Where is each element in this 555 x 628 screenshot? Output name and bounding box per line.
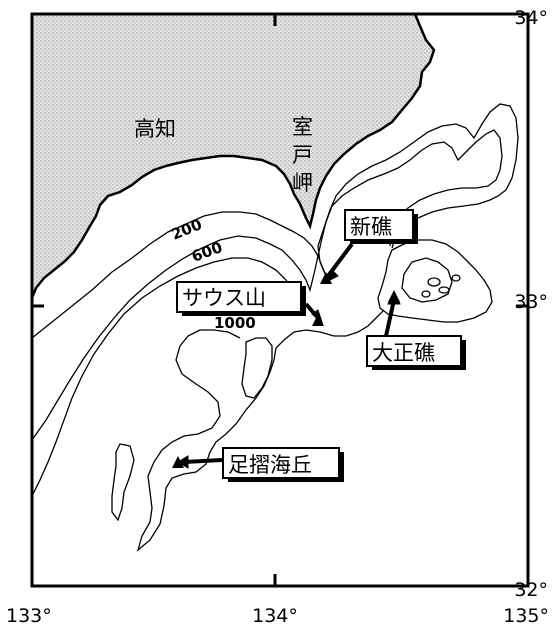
callout-sausu xyxy=(176,281,302,313)
lat-label-34: 34° xyxy=(514,7,548,29)
callout-arrows xyxy=(177,242,401,469)
label-sausu: サウス山 xyxy=(182,286,266,310)
contour-ashizuri xyxy=(111,443,135,522)
contour-1000-plateau xyxy=(136,309,385,552)
callout-shinbae xyxy=(344,209,414,241)
lon-label-135: 135° xyxy=(503,605,549,627)
marker-sausu-icon xyxy=(312,314,324,326)
lon-label-134: 134° xyxy=(252,605,298,627)
label-ashizuri: 足摺海丘 xyxy=(228,453,312,477)
label-muroto-3: 岬 xyxy=(292,171,313,195)
lat-label-32: 32° xyxy=(514,579,548,601)
label-muroto-2: 戸 xyxy=(292,143,313,167)
map-frame xyxy=(30,12,530,588)
contour-label-600: 600 xyxy=(189,238,225,266)
label-kochi: 高知 xyxy=(134,117,176,141)
land-mass xyxy=(30,12,436,299)
label-muroto-1: 室 xyxy=(292,115,313,139)
islets xyxy=(421,274,461,298)
frame-ticks xyxy=(32,14,528,586)
lon-label-133: 133° xyxy=(6,605,52,627)
contour-1000-inner xyxy=(241,337,273,399)
contour-taisho-inner xyxy=(401,257,453,303)
contour-taisho-outer xyxy=(377,239,493,323)
contour-1000-west xyxy=(31,257,295,497)
label-shinbae: 新礁 xyxy=(350,215,392,239)
contour-label-200: 200 xyxy=(169,215,205,243)
contour-600 xyxy=(31,129,503,441)
contour-label-1000: 1000 xyxy=(214,314,256,332)
lat-label-33: 33° xyxy=(514,291,548,313)
callout-ashizuri xyxy=(222,447,340,479)
callout-taisho xyxy=(366,335,462,367)
label-taisho: 大正礁 xyxy=(372,341,435,365)
contour-200 xyxy=(31,103,519,339)
